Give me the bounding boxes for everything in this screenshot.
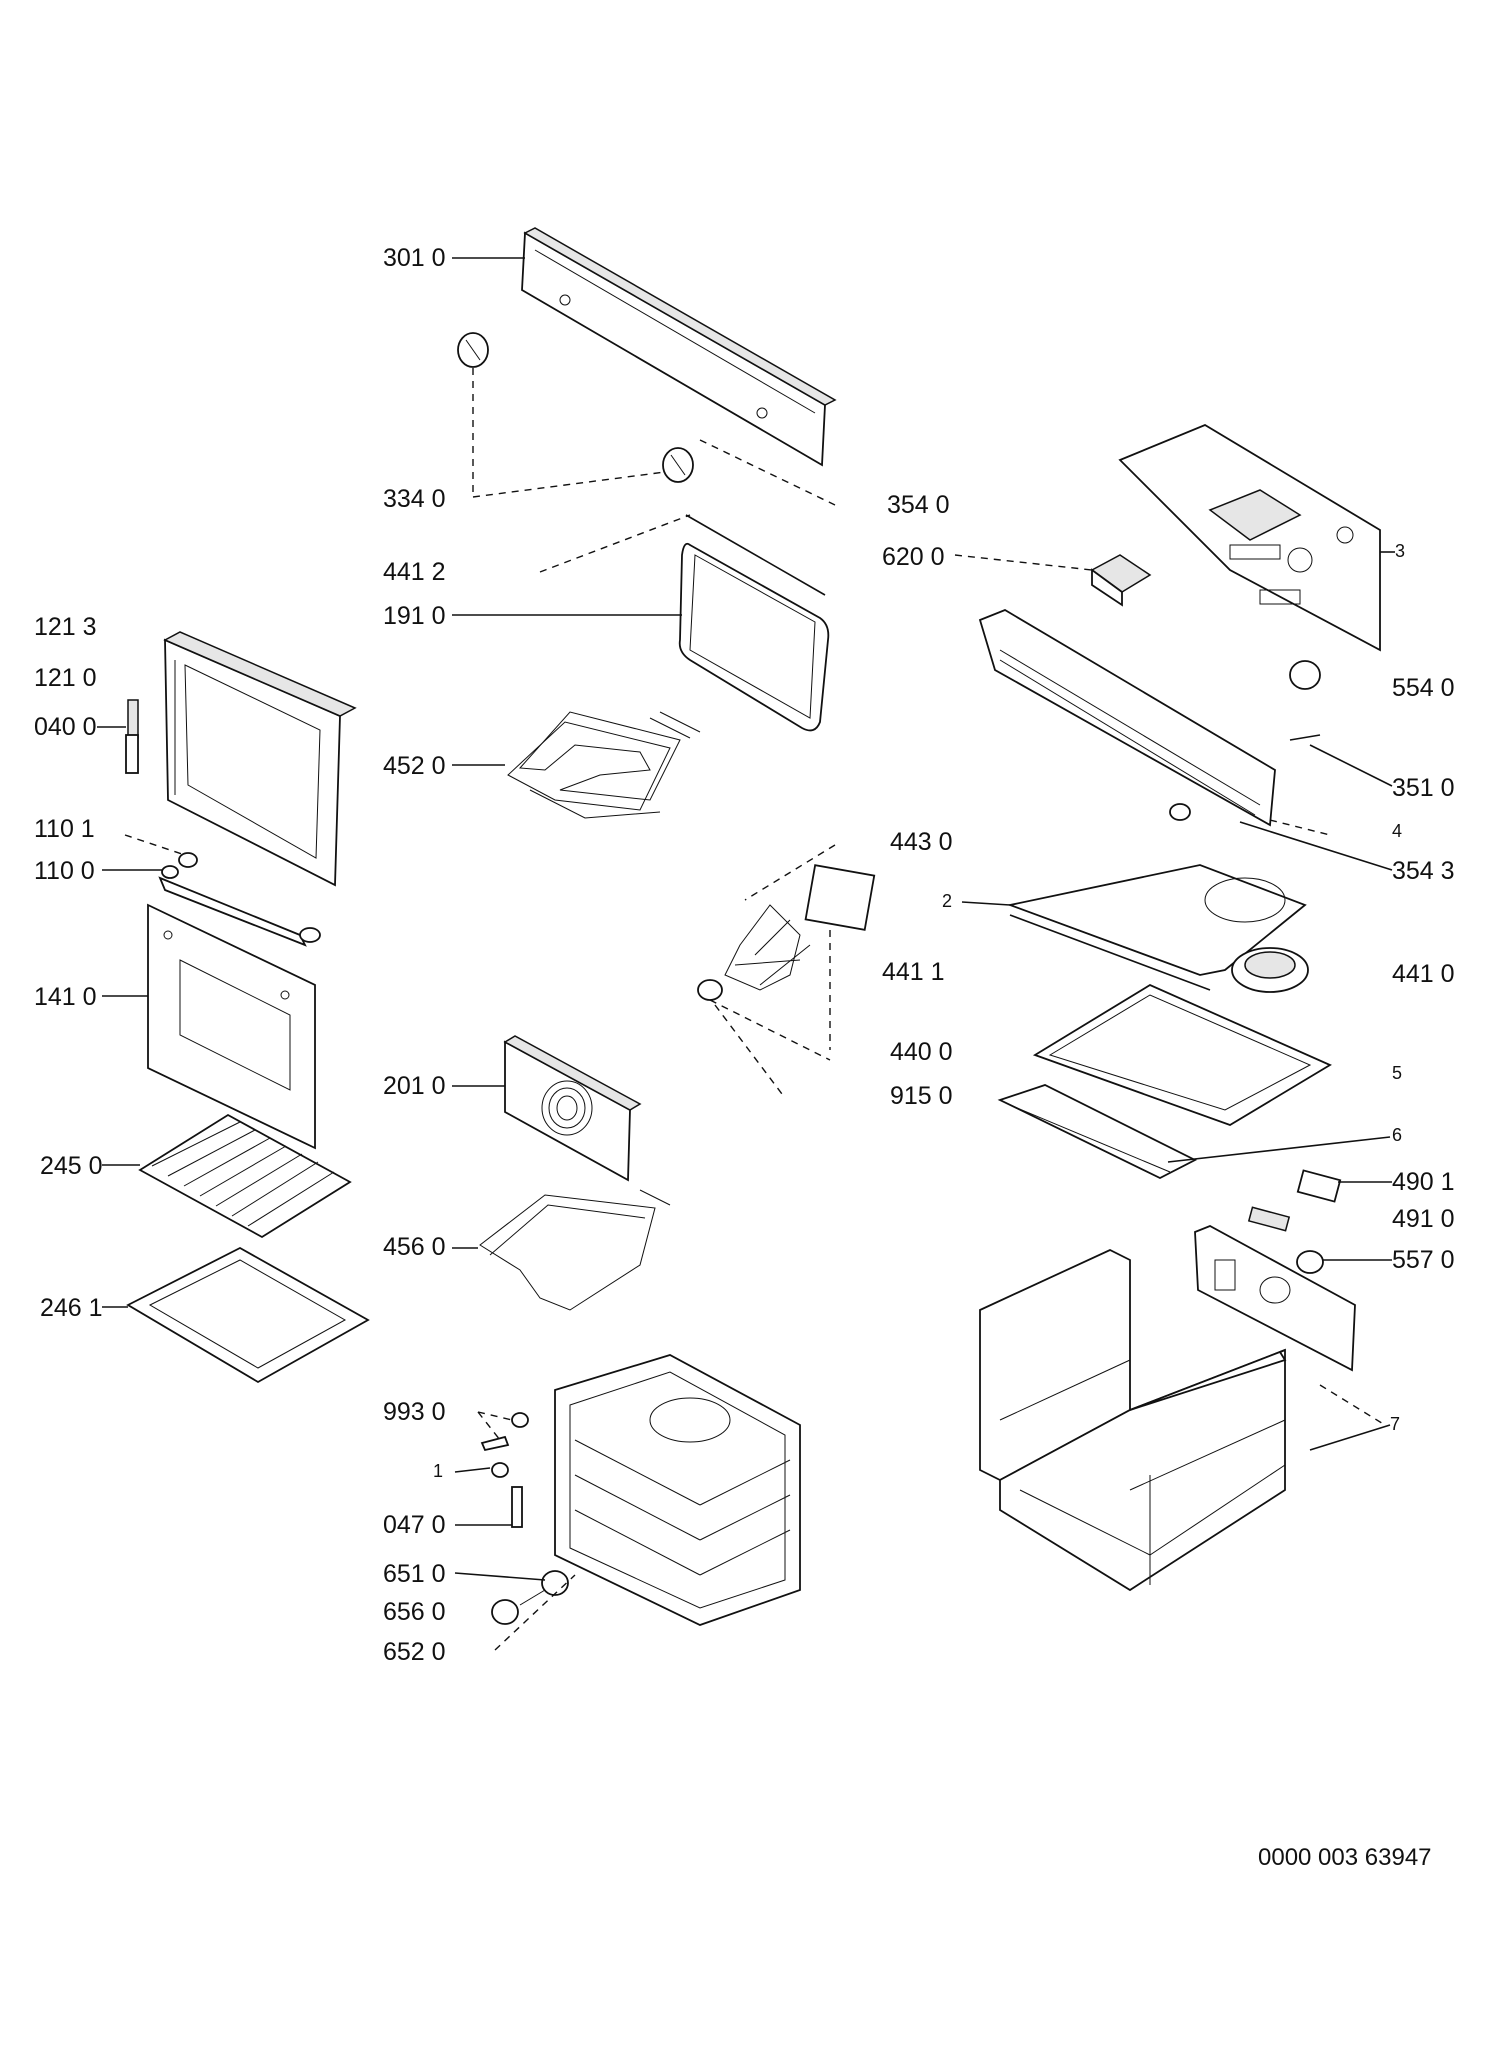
door-clip-part [125,699,139,774]
label-441-0: 441 0 [1392,960,1455,988]
label-040-0: 040 0 [34,713,97,741]
fascia-part [978,608,1276,827]
label-201-0: 201 0 [383,1072,446,1100]
label-141-0: 141 0 [34,983,97,1011]
lower-element-part [479,1189,671,1311]
baking-tray-part [126,1246,370,1384]
label-441-1: 441 1 [882,958,945,986]
knob-part [457,332,694,483]
label-456-0: 456 0 [383,1233,446,1261]
document-number: 0000 003 63947 [1258,1844,1432,1871]
oven-cavity-part [554,1354,801,1626]
bracket-part [1247,1169,1342,1274]
outer-case-part [979,1249,1287,1592]
fan-cover-part [503,1035,642,1182]
label-354-0: 354 0 [887,491,950,519]
label-191-0: 191 0 [383,602,446,630]
label-245-0: 245 0 [40,1152,103,1180]
label-452-0: 452 0 [383,752,446,780]
label-110-0: 110 0 [34,857,95,885]
label-121-0: 121 0 [34,664,97,692]
label-246-1: 246 1 [40,1294,103,1322]
thermostat-part [1289,660,1321,741]
label-4: 4 [1392,821,1403,841]
label-993-0: 993 0 [383,1398,446,1426]
small-parts [480,1412,529,1528]
relay-part [1090,554,1152,607]
label-2: 2 [942,891,953,911]
wire-shelf-part [138,1113,352,1239]
label-1: 1 [433,1461,444,1481]
label-651-0: 651 0 [383,1560,446,1588]
label-652-0: 652 0 [383,1638,446,1666]
top-insulation-part [1006,864,1309,993]
label-7: 7 [1390,1414,1401,1434]
label-915-0: 915 0 [890,1082,953,1110]
label-440-0: 440 0 [890,1038,953,1066]
label-557-0: 557 0 [1392,1246,1455,1274]
label-3: 3 [1395,541,1406,561]
label-441-2: 441 2 [383,558,446,586]
label-351-0: 351 0 [1392,774,1455,802]
outer-door-part [163,631,357,887]
door-seal-part [678,514,830,732]
label-354-3: 354 3 [1392,857,1455,885]
label-301-0: 301 0 [383,244,446,272]
cover-plate-part [1032,983,1332,1126]
label-620-0: 620 0 [882,543,945,571]
cover-strip-part [997,1084,1197,1180]
label-6: 6 [1392,1125,1403,1145]
label-656-0: 656 0 [383,1598,446,1626]
back-panel-part [1194,1225,1356,1372]
label-110-1: 110 1 [34,815,95,843]
control-module-part [1118,423,1381,652]
label-554-0: 554 0 [1392,674,1455,702]
label-491-0: 491 0 [1392,1205,1455,1233]
inner-door-part [147,903,316,1150]
fan-motor-part [697,864,876,1001]
lamp-assembly-part [491,1570,569,1625]
label-334-0: 334 0 [383,485,446,513]
label-121-3: 121 3 [34,613,97,641]
control-panel-part [521,227,837,467]
label-5: 5 [1392,1063,1403,1083]
hinge-part [158,852,321,947]
heating-element-part [507,711,701,819]
label-443-0: 443 0 [890,828,953,856]
label-490-1: 490 1 [1392,1168,1455,1196]
label-047-0: 047 0 [383,1511,446,1539]
